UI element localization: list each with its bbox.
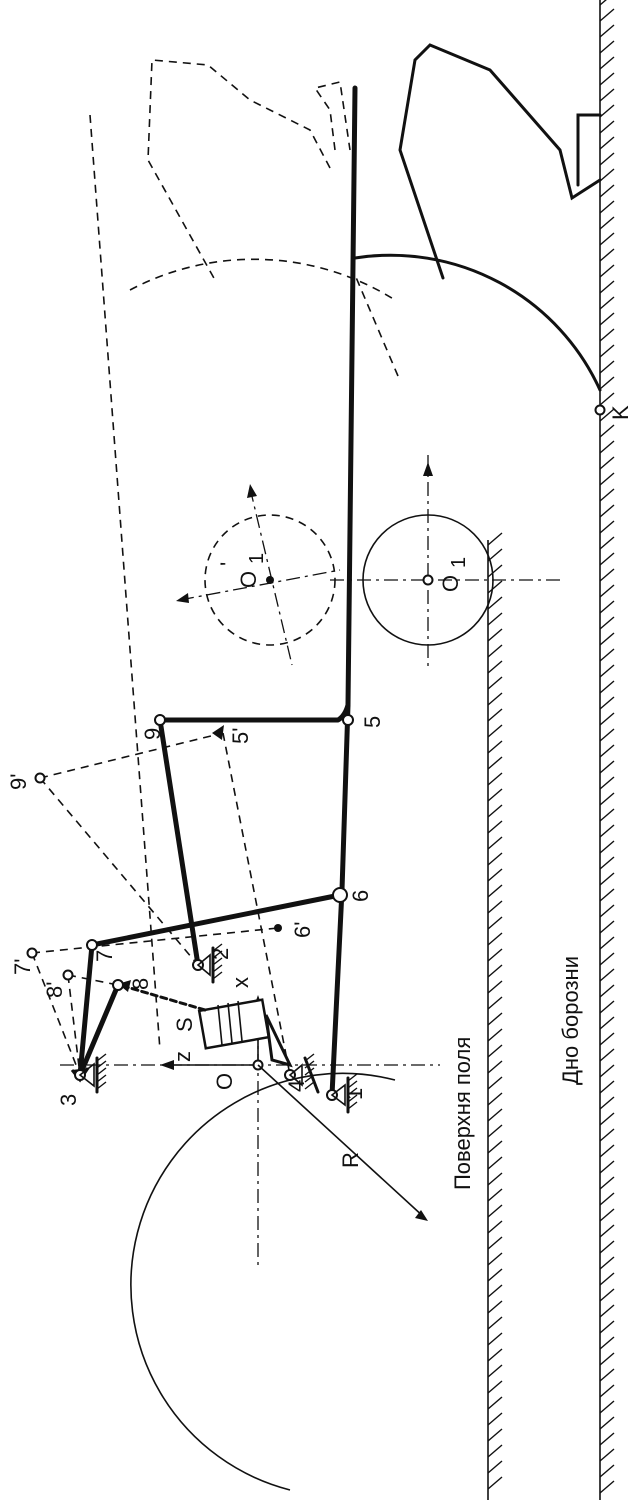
point-label-3: 3 [56,1094,81,1106]
radius-label: R [338,1152,363,1168]
point-label-5p: 5' [228,728,253,744]
supports [78,943,358,1114]
wheel-O1-prime [176,484,341,666]
point-label-6: 6 [348,890,373,902]
point-label-7: 7 [92,950,117,962]
hydraulic-cylinder [118,980,293,1068]
main-frame [70,85,358,1098]
wheel-O1 [330,455,560,670]
O1-prime-label: O [236,571,261,588]
point-label-1: 1 [342,1088,367,1100]
dashed-linkage [31,732,291,1076]
plough-body [353,43,602,392]
point-label-8p: 8' [42,982,67,998]
S-label: S [172,1017,197,1032]
origin-axes [60,995,440,1270]
origin-label: O [212,1073,237,1090]
O1-prime-subscript: 1 [246,553,268,564]
O1-subscript: 1 [448,557,470,568]
field-surface-caption: Поверхня поля [450,1037,475,1190]
field-surface-ground [487,532,503,1500]
point-label-7p: 7' [10,959,35,975]
K-label: K [608,405,633,420]
furrow-bottom-ground [599,0,615,1500]
point-K [594,404,606,416]
point-label-9: 9 [140,728,165,740]
point-label-2: 2 [208,948,233,960]
x-axis-label: x [228,977,253,988]
O1-label: O [438,575,463,592]
point-label-6p: 6' [290,922,315,938]
plough-body-dashed [89,59,399,1051]
radius-arc [130,1064,428,1491]
point-label-4: 4 [284,1080,309,1092]
z-axis-label: z [170,1051,195,1062]
point-label-8: 8 [128,978,153,990]
O1-prime-mark: ' [216,562,241,566]
point-label-9p: 9' [6,774,31,790]
furrow-bottom-caption: Дно борозни [558,956,583,1085]
point-label-5: 5 [360,716,385,728]
